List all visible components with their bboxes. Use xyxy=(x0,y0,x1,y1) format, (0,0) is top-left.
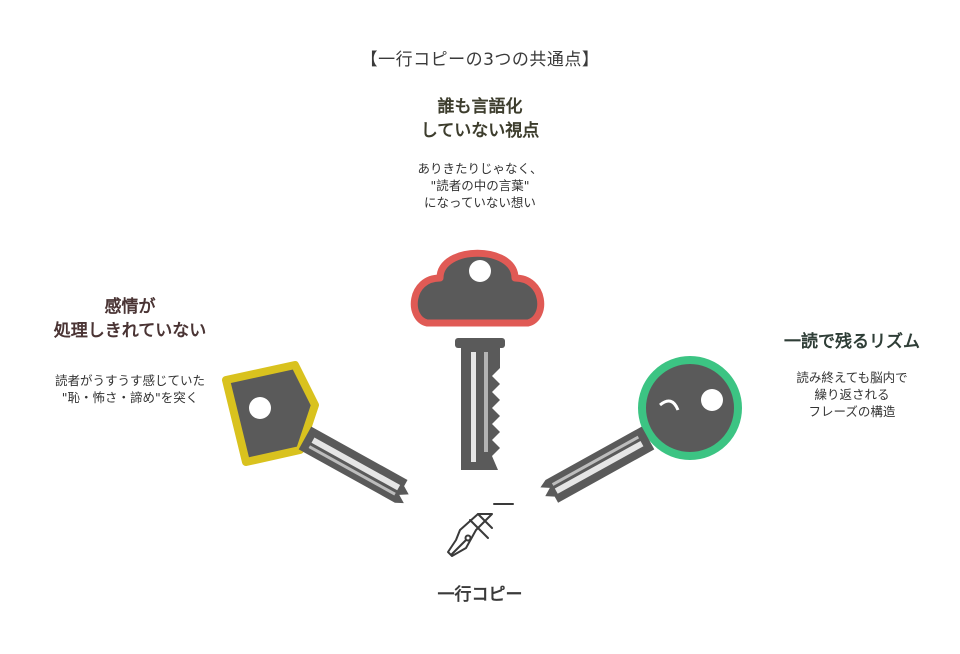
left-desc-line: "恥・怖さ・諦め"を突く xyxy=(61,390,199,405)
right-desc-line: 読み終えても脳内で xyxy=(796,370,908,385)
pen-nib-icon xyxy=(447,503,514,557)
top-point-heading: 誰も言語化 していない視点 xyxy=(330,95,630,143)
left-heading-line: 感情が xyxy=(104,297,156,317)
top-desc-line: ありきたりじゃなく、 xyxy=(417,161,543,176)
left-point-description: 読者がうすうす感じていた "恥・怖さ・諦め"を突く xyxy=(20,372,240,406)
top-heading-line: 誰も言語化 xyxy=(437,97,523,117)
right-desc-line: 繰り返される xyxy=(814,387,890,402)
right-heading-line: 一読で残るリズム xyxy=(784,332,920,352)
left-point-heading: 感情が 処理しきれていない xyxy=(20,295,240,343)
top-point-description: ありきたりじゃなく、 "読者の中の言葉" になっていない想い xyxy=(330,160,630,211)
top-desc-line: になっていない想い xyxy=(424,195,536,210)
top-heading-line: していない視点 xyxy=(420,121,540,141)
left-desc-line: 読者がうすうす感じていた xyxy=(54,373,205,388)
left-key-icon xyxy=(222,361,415,507)
page-title: 【一行コピーの3つの共通点】 xyxy=(360,50,600,70)
right-key-icon xyxy=(538,356,742,507)
top-key-icon xyxy=(410,249,545,470)
right-desc-line: フレーズの構造 xyxy=(808,404,896,419)
center-label: 一行コピー xyxy=(437,585,523,605)
top-desc-line: "読者の中の言葉" xyxy=(430,178,530,193)
left-heading-line: 処理しきれていない xyxy=(53,321,207,341)
right-point-description: 読み終えても脳内で 繰り返される フレーズの構造 xyxy=(752,369,952,420)
right-point-heading: 一読で残るリズム xyxy=(752,330,952,354)
